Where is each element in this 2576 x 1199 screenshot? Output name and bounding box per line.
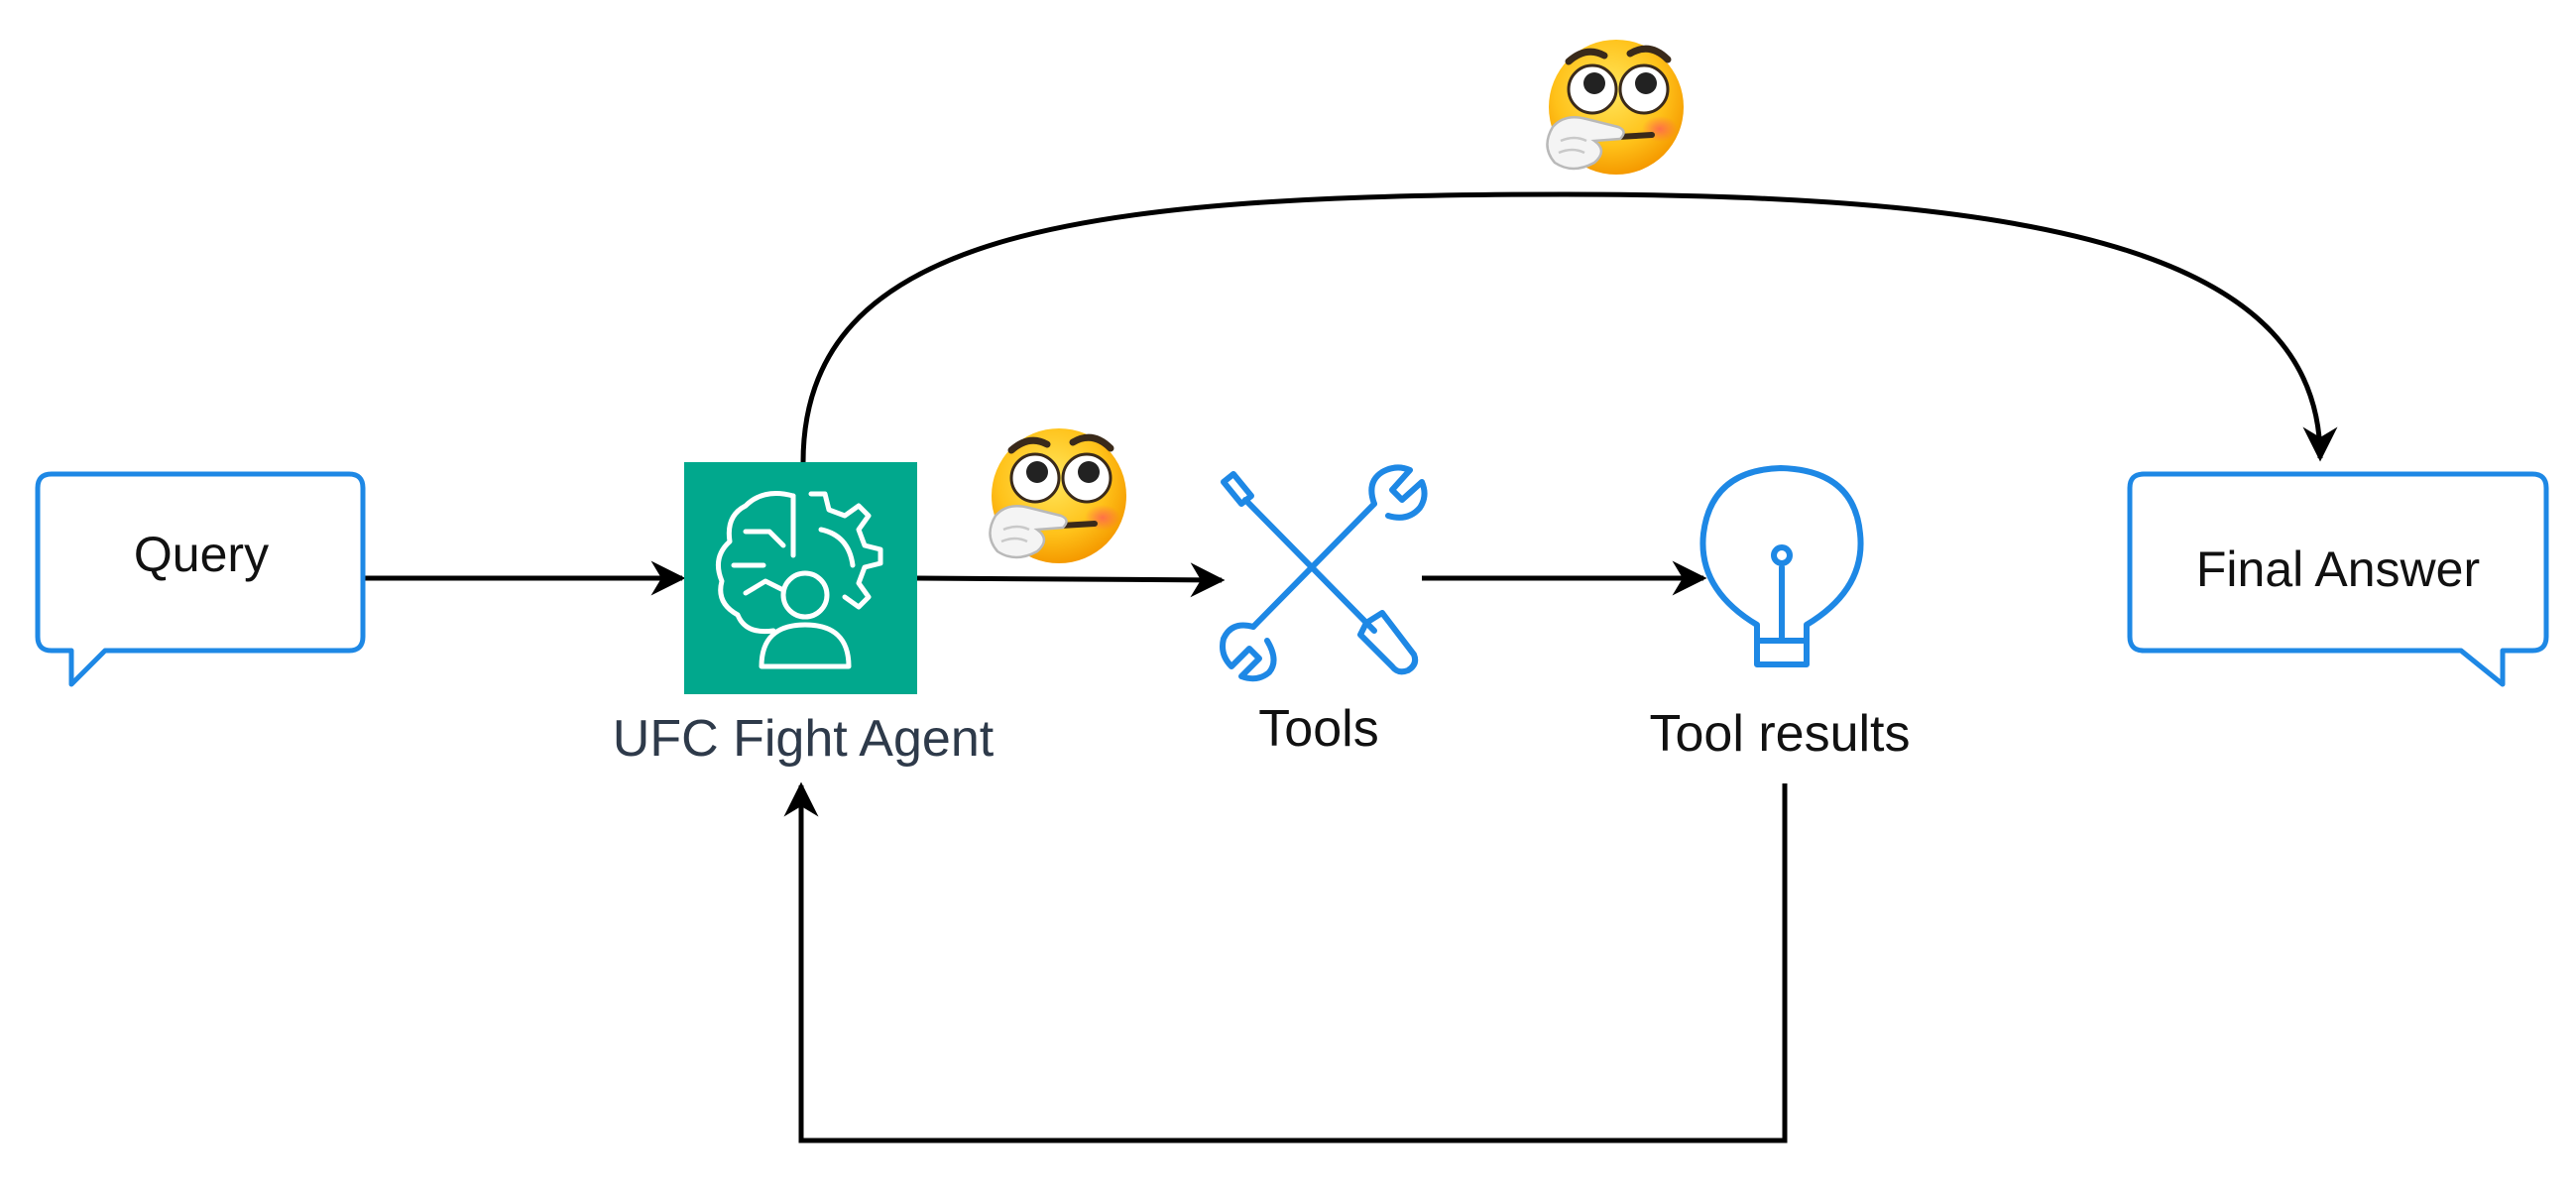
thinking-emoji-top (1547, 40, 1684, 175)
lightbulb-icon (1699, 465, 1864, 667)
agent-label: UFC Fight Agent (612, 710, 995, 768)
final-answer-bubble (2127, 471, 2549, 687)
query-label: Query (133, 527, 270, 582)
agent-node (684, 462, 917, 694)
query-bubble (35, 471, 366, 687)
final-answer-label: Final Answer (2195, 541, 2481, 597)
edge-agent-to-tools (916, 562, 1226, 598)
wrench-screwdriver-icon (1220, 464, 1428, 682)
tool-results-label: Tool results (1649, 705, 1911, 763)
edge-tool-results-to-agent (783, 781, 1788, 1143)
edge-agent-to-final-answer (800, 191, 2338, 463)
brain-gear-person-icon (715, 491, 883, 669)
thinking-emoji-middle (990, 428, 1126, 563)
tools-label: Tools (1258, 700, 1379, 758)
